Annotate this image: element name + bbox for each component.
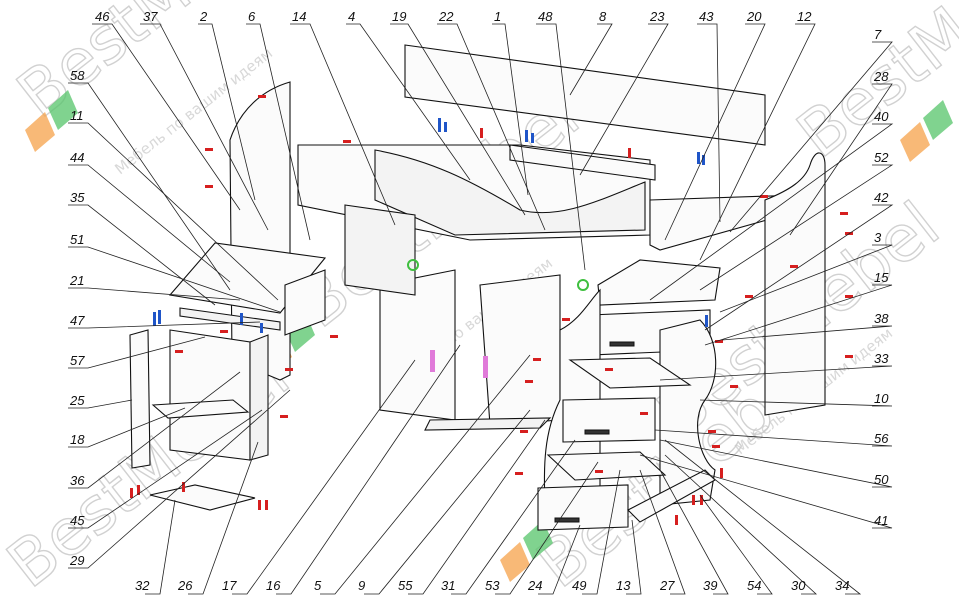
callout-57: 57 bbox=[70, 353, 85, 368]
callout-40: 40 bbox=[874, 109, 889, 124]
green-fitting-1 bbox=[407, 259, 419, 271]
left-cabinet-side bbox=[249, 334, 269, 461]
left-drawer-box bbox=[284, 269, 326, 336]
callout-9: 9 bbox=[358, 578, 365, 593]
callout-33: 33 bbox=[874, 351, 889, 366]
callout-22: 22 bbox=[438, 9, 454, 24]
left-bottom-plinth bbox=[149, 484, 256, 511]
callout-30: 30 bbox=[791, 578, 806, 593]
callout-16: 16 bbox=[266, 578, 281, 593]
door-handle-pink-2 bbox=[483, 356, 488, 378]
back-top-panel bbox=[404, 44, 766, 146]
callout-15: 15 bbox=[874, 270, 889, 285]
callout-labels: 46 37 2 6 14 4 19 22 1 48 8 23 43 20 12 … bbox=[69, 9, 889, 593]
callout-46: 46 bbox=[95, 9, 110, 24]
callout-52: 52 bbox=[874, 150, 889, 165]
callout-54: 54 bbox=[747, 578, 761, 593]
left-tall-side-panel bbox=[229, 81, 291, 381]
lower-drawer-top bbox=[546, 451, 667, 481]
center-bottom-rail bbox=[424, 417, 552, 431]
callout-5: 5 bbox=[314, 578, 322, 593]
callout-24: 24 bbox=[527, 578, 542, 593]
callout-56: 56 bbox=[874, 431, 889, 446]
callout-19: 19 bbox=[392, 9, 406, 24]
callout-6: 6 bbox=[248, 9, 256, 24]
callout-28: 28 bbox=[873, 69, 889, 84]
watermark-logo-left bbox=[25, 90, 78, 152]
center-right-door bbox=[479, 274, 561, 426]
callout-36: 36 bbox=[70, 473, 85, 488]
lower-drawer-front bbox=[537, 484, 629, 531]
callout-8: 8 bbox=[599, 9, 607, 24]
left-cabinet-shelf bbox=[151, 399, 250, 419]
callout-43: 43 bbox=[699, 9, 714, 24]
callout-38: 38 bbox=[874, 311, 889, 326]
callout-42: 42 bbox=[874, 190, 889, 205]
callout-13: 13 bbox=[616, 578, 631, 593]
left-desk-rail bbox=[179, 307, 281, 331]
callout-25: 25 bbox=[69, 393, 85, 408]
callout-23: 23 bbox=[649, 9, 665, 24]
center-back-panel bbox=[344, 204, 416, 296]
watermark-brand-top-right: BestMebel bbox=[784, 0, 959, 173]
arched-panel bbox=[374, 149, 646, 236]
middle-drawer-handle bbox=[584, 429, 610, 435]
callout-26: 26 bbox=[177, 578, 193, 593]
callout-4: 4 bbox=[348, 9, 355, 24]
callout-29: 29 bbox=[69, 553, 84, 568]
callout-53: 53 bbox=[485, 578, 500, 593]
watermark-logo-right bbox=[900, 100, 953, 162]
callout-14: 14 bbox=[292, 9, 306, 24]
tower-plinth bbox=[627, 469, 716, 523]
callout-17: 17 bbox=[222, 578, 237, 593]
callout-10: 10 bbox=[874, 391, 889, 406]
callout-55: 55 bbox=[398, 578, 413, 593]
center-door-panel bbox=[379, 269, 456, 421]
callout-58: 58 bbox=[70, 68, 85, 83]
upper-drawer-handle bbox=[609, 341, 635, 347]
callout-12: 12 bbox=[797, 9, 812, 24]
callout-48: 48 bbox=[538, 9, 553, 24]
callout-11: 11 bbox=[70, 108, 84, 123]
callout-18: 18 bbox=[70, 432, 85, 447]
tower-right-side bbox=[659, 319, 717, 506]
left-narrow-panel bbox=[129, 329, 151, 469]
callout-49: 49 bbox=[572, 578, 586, 593]
callout-34: 34 bbox=[835, 578, 849, 593]
leader-lines bbox=[68, 23, 894, 595]
tower-top-shelf bbox=[597, 259, 721, 306]
callout-7: 7 bbox=[874, 27, 882, 42]
callout-50: 50 bbox=[874, 472, 889, 487]
callout-41: 41 bbox=[874, 513, 888, 528]
callout-35: 35 bbox=[70, 190, 85, 205]
callout-37: 37 bbox=[143, 9, 158, 24]
callout-2: 2 bbox=[199, 9, 208, 24]
fasteners bbox=[130, 95, 853, 525]
callout-44: 44 bbox=[70, 150, 84, 165]
green-fitting-2 bbox=[577, 279, 589, 291]
door-handle-pink bbox=[430, 350, 435, 372]
callout-20: 20 bbox=[746, 9, 762, 24]
middle-drawer-front bbox=[562, 397, 656, 443]
narrow-top-rail bbox=[509, 144, 656, 181]
callout-21: 21 bbox=[69, 273, 84, 288]
callout-1: 1 bbox=[494, 9, 501, 24]
callout-32: 32 bbox=[135, 578, 150, 593]
callout-31: 31 bbox=[441, 578, 455, 593]
callout-3: 3 bbox=[874, 230, 882, 245]
callout-51: 51 bbox=[70, 232, 84, 247]
lower-drawer-handle bbox=[554, 517, 580, 523]
middle-drawer-top bbox=[568, 357, 692, 389]
callout-39: 39 bbox=[703, 578, 717, 593]
callout-27: 27 bbox=[659, 578, 675, 593]
callout-47: 47 bbox=[70, 313, 85, 328]
callout-45: 45 bbox=[70, 513, 85, 528]
